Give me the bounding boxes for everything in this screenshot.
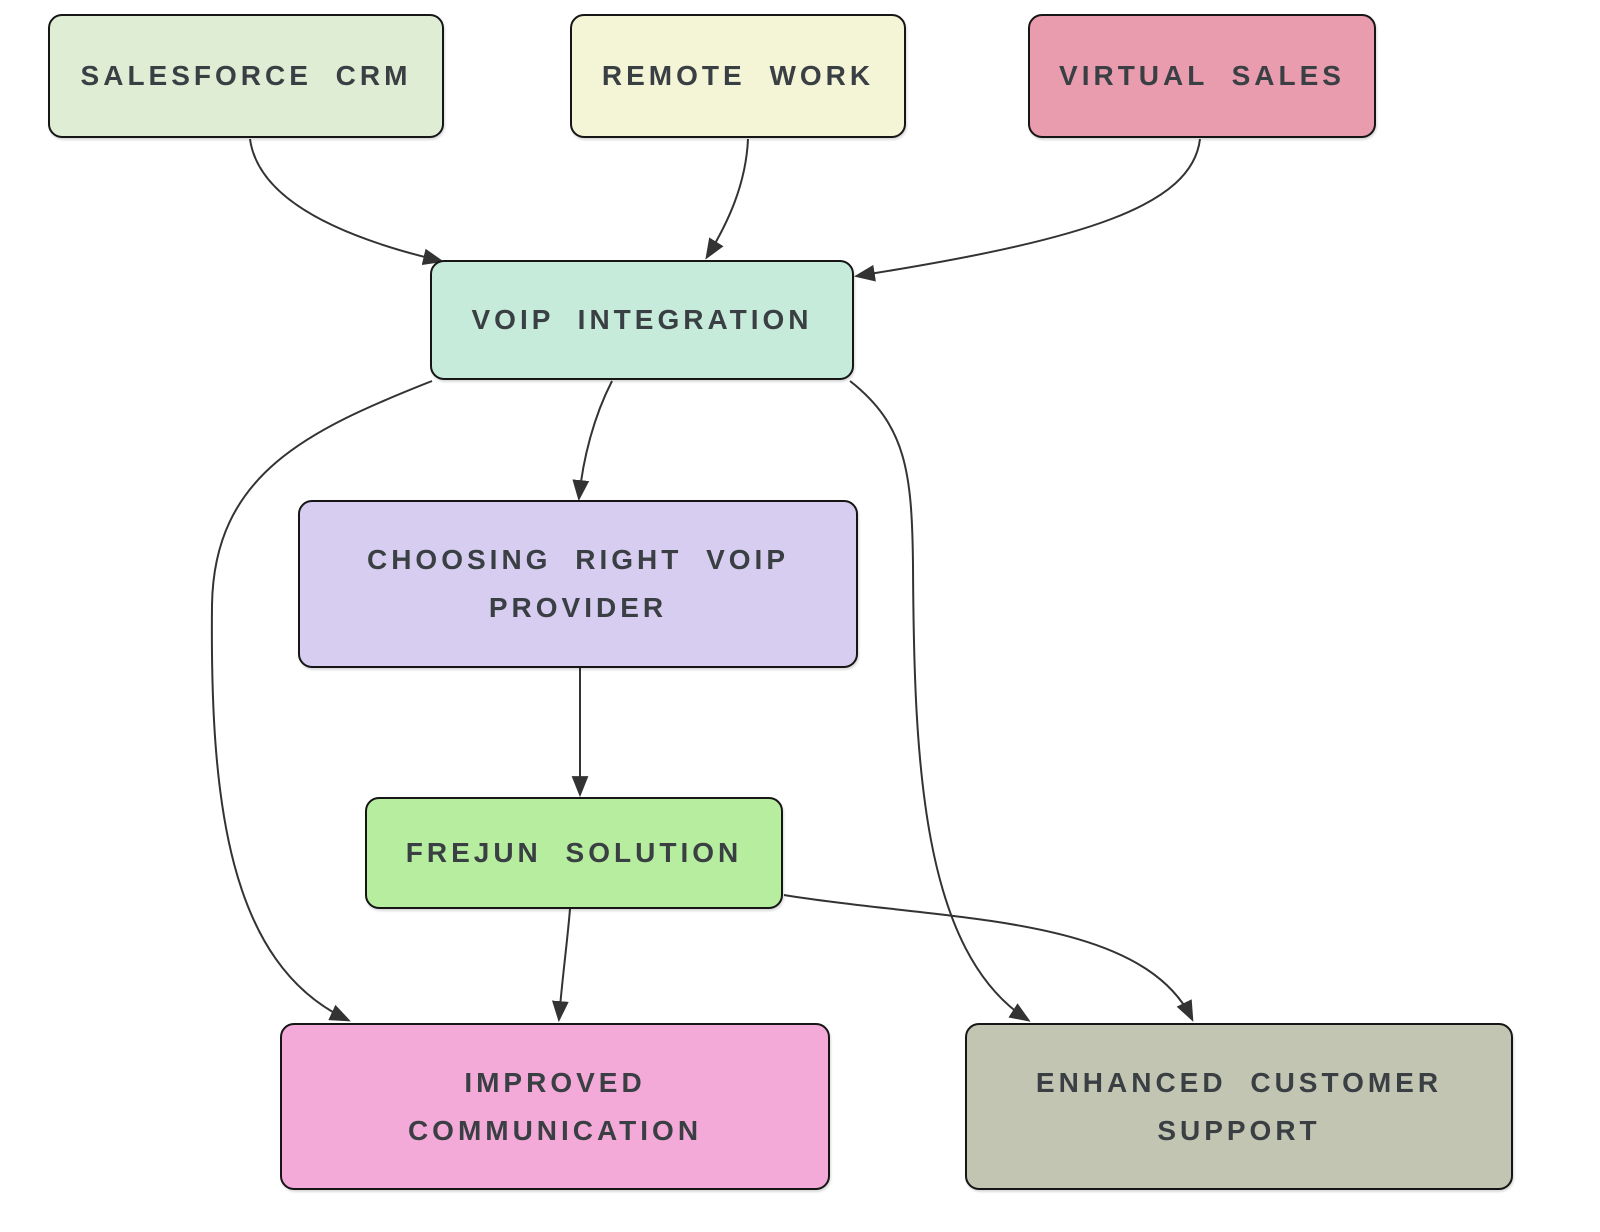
node-improved-communication: IMPROVED COMMUNICATION: [280, 1023, 830, 1190]
node-choosing-right-voip-provider-label: CHOOSING RIGHT VOIP PROVIDER: [366, 544, 790, 623]
edge-frejun-to-improved: [551, 908, 571, 1023]
node-remote-work: REMOTE WORK: [570, 14, 906, 138]
node-virtual-sales: VIRTUAL SALES: [1028, 14, 1376, 138]
edge-voip-to-choosing: [572, 380, 613, 502]
node-remote-work-label: REMOTE WORK: [601, 60, 875, 92]
node-voip-integration: VOIP INTEGRATION: [430, 260, 854, 380]
edge-remote-to-voip: [705, 138, 749, 260]
node-frejun-solution: FREJUN SOLUTION: [365, 797, 783, 909]
node-improved-communication-label: IMPROVED COMMUNICATION: [407, 1066, 703, 1146]
edge-voip-to-enhanced: [849, 380, 1031, 1022]
edge-salesforce-to-voip: [249, 138, 445, 266]
node-salesforce-crm-label: SALESFORCE CRM: [80, 60, 412, 92]
edge-voip-to-improved: [210, 380, 433, 1022]
node-voip-integration-label: VOIP INTEGRATION: [471, 304, 813, 336]
edge-frejun-to-enhanced: [783, 894, 1194, 1022]
node-enhanced-customer-support: ENHANCED CUSTOMER SUPPORT: [965, 1023, 1513, 1190]
node-frejun-solution-label: FREJUN SOLUTION: [405, 837, 743, 869]
node-virtual-sales-label: VIRTUAL SALES: [1059, 60, 1345, 92]
edge-virtual-to-voip: [853, 138, 1201, 282]
node-enhanced-customer-support-label: ENHANCED CUSTOMER SUPPORT: [1035, 1066, 1443, 1146]
node-choosing-right-voip-provider: CHOOSING RIGHT VOIP PROVIDER: [298, 500, 858, 668]
node-salesforce-crm: SALESFORCE CRM: [48, 14, 444, 138]
